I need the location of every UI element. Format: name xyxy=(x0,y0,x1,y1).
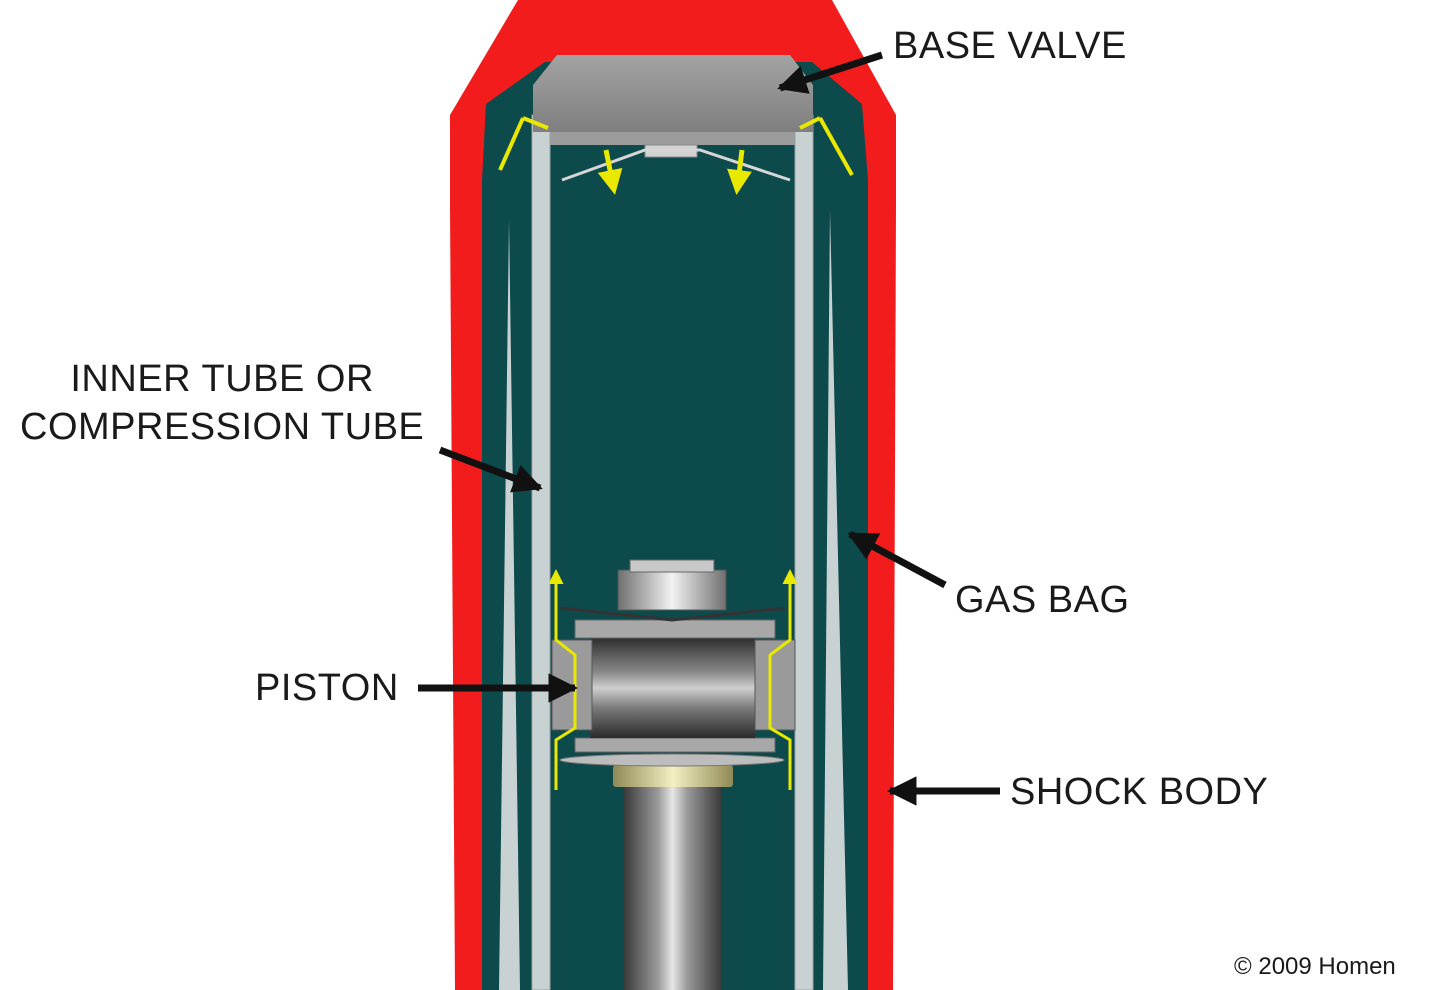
piston-body xyxy=(590,638,755,738)
piston-nut xyxy=(617,569,727,611)
gas-bag-label: GAS BAG xyxy=(955,579,1130,621)
base-flow-left-top xyxy=(522,116,549,130)
base-flow-right-top xyxy=(799,116,821,130)
inner-tube-label-line1: INNER TUBE OR xyxy=(70,358,374,400)
shock-body-label: SHOCK BODY xyxy=(1010,771,1269,813)
inner-tube-left-wall xyxy=(531,114,551,990)
gas-bag-right xyxy=(823,210,848,990)
piston-flow-right xyxy=(768,569,798,790)
inner-tube-label: INNER TUBE OR COMPRESSION TUBE xyxy=(20,355,424,451)
base-valve-lip xyxy=(550,132,795,145)
base-flow-down-left xyxy=(597,149,623,195)
base-valve-label: BASE VALVE xyxy=(893,25,1127,67)
upper-shim-stack xyxy=(574,619,776,639)
piston-nut-top xyxy=(629,559,715,573)
gas-bag-pointer xyxy=(847,530,947,589)
upper-shim xyxy=(559,606,786,622)
base-valve-pointer xyxy=(777,51,884,94)
inner-tube-right-wall xyxy=(794,114,814,990)
copyright-notice: © 2009 Homen xyxy=(1234,953,1396,980)
base-flow-left xyxy=(498,117,525,171)
inner-tube-pointer xyxy=(438,446,543,493)
rod-seal xyxy=(613,765,733,787)
inner-tube-label-line2: COMPRESSION TUBE xyxy=(20,406,425,448)
base-flow-right xyxy=(818,117,854,176)
piston-rod xyxy=(624,782,721,990)
lower-washer xyxy=(559,753,785,767)
lower-shim-stack xyxy=(574,737,776,753)
base-valve-shim xyxy=(561,148,791,182)
piston-label: PISTON xyxy=(255,667,399,709)
base-flow-down-right xyxy=(727,149,752,195)
gas-bag-left xyxy=(499,220,520,990)
piston-ring-right xyxy=(754,639,796,731)
base-valve xyxy=(533,55,813,132)
